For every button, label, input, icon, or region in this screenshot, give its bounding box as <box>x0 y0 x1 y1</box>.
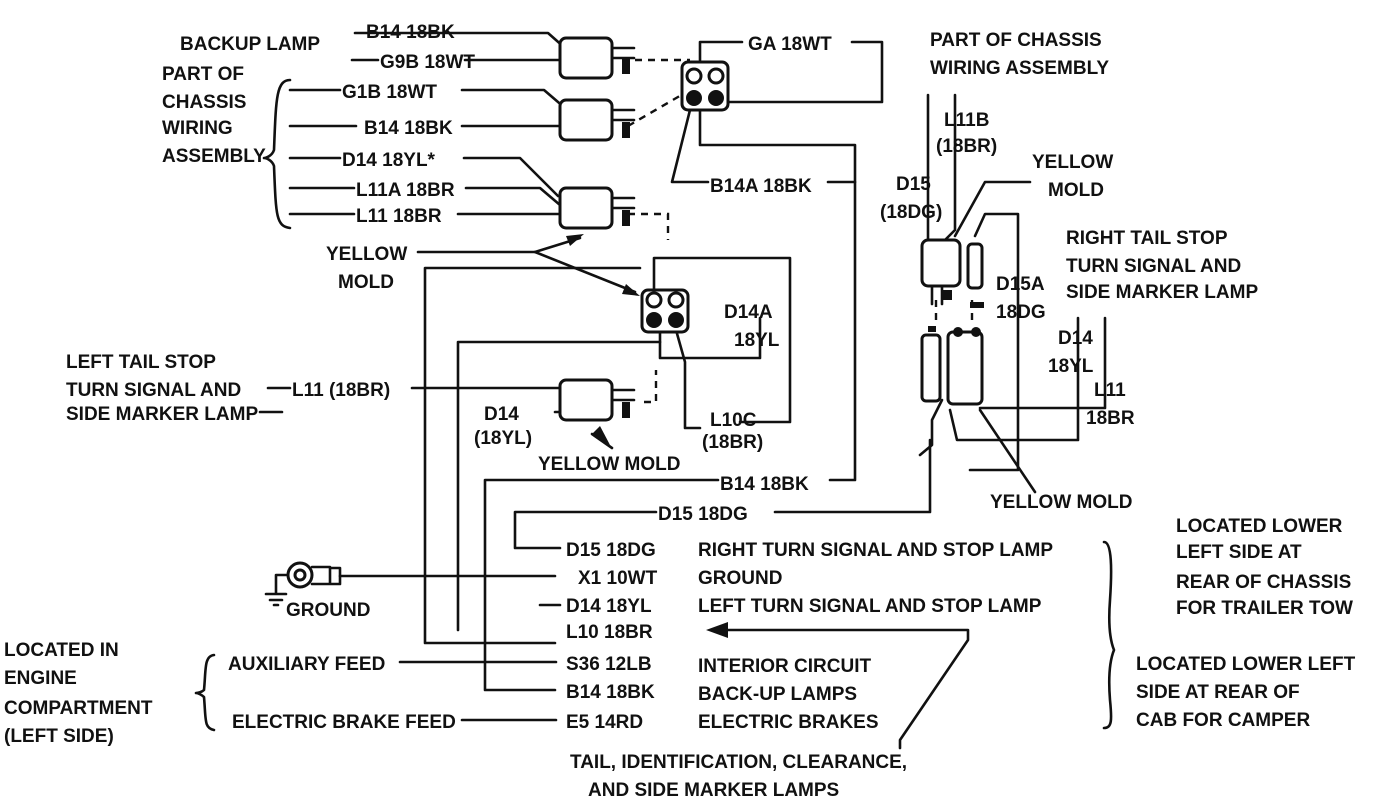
label-l10c-18br: (18BR) <box>702 432 763 453</box>
label-mold-right: MOLD <box>1048 180 1104 201</box>
label-d14a: D14A <box>724 302 773 323</box>
label-left-turn-stop: LEFT TURN SIGNAL AND STOP LAMP <box>698 596 1042 617</box>
label-l11b: L11B <box>944 110 989 131</box>
label-wiring-1: WIRING <box>162 118 233 139</box>
wire-paths <box>258 31 1107 750</box>
four-way-connector-lower <box>640 288 690 334</box>
label-d15-18dg-right: (18DG) <box>880 202 942 223</box>
connector-chassis-upper <box>558 98 636 142</box>
label-d15a-18dg: 18DG <box>996 302 1046 323</box>
label-electric-brake-feed: ELECTRIC BRAKE FEED <box>232 712 456 733</box>
label-d14-right-18yl: 18YL <box>1048 356 1094 377</box>
label-b14-18bk-top: B14 18BK <box>366 22 455 43</box>
label-l10c: L10C <box>710 410 757 431</box>
label-right-tail-3: SIDE MARKER LAMP <box>1066 282 1258 303</box>
label-d14-18yl-star: D14 18YL* <box>342 150 436 171</box>
label-yellow-right: YELLOW <box>1032 152 1113 173</box>
label-l11-right-18br: 18BR <box>1086 408 1135 429</box>
label-interior-circuit: INTERIOR CIRCUIT <box>698 656 872 677</box>
label-tail-id-2: AND SIDE MARKER LAMPS <box>588 780 839 801</box>
connector-right-tail-lower <box>920 326 984 406</box>
label-d14a-18yl: 18YL <box>734 330 780 351</box>
connector-right-tail-upper <box>920 238 984 308</box>
label-d15a: D15A <box>996 274 1045 295</box>
label-trailer-2: LEFT SIDE AT <box>1176 542 1302 563</box>
bracket-marks <box>194 78 1116 732</box>
label-trailer-3: REAR OF CHASSIS <box>1176 572 1351 593</box>
label-part-of-chassis-right-1: PART OF CHASSIS <box>930 30 1102 51</box>
label-chassis-1: CHASSIS <box>162 92 246 113</box>
label-left-tail-3: SIDE MARKER LAMP <box>66 404 258 425</box>
label-g9b-18wt: G9B 18WT <box>380 52 475 73</box>
label-part-of-1: PART OF <box>162 64 244 85</box>
label-yellow-mold-right: YELLOW MOLD <box>990 492 1132 513</box>
label-ground-left: GROUND <box>286 600 370 621</box>
label-engine-3: COMPARTMENT <box>4 698 153 719</box>
label-mold-1: MOLD <box>338 272 394 293</box>
label-l11-right: L11 <box>1094 380 1126 401</box>
label-l11b-18br: (18BR) <box>936 136 997 157</box>
connector-backup-lamp <box>558 36 636 80</box>
label-e5-14rd: E5 14RD <box>566 712 643 733</box>
label-l11-18br: L11 18BR <box>356 206 442 227</box>
label-engine-1: LOCATED IN <box>4 640 119 661</box>
label-b14-18bk-2: B14 18BK <box>364 118 453 139</box>
label-l11-paren-18br: L11 (18BR) <box>292 380 390 401</box>
label-b14-18bk-rear: B14 18BK <box>566 682 655 703</box>
label-yellow-mold-left: YELLOW MOLD <box>538 454 680 475</box>
label-tail-id-1: TAIL, IDENTIFICATION, CLEARANCE, <box>570 752 907 773</box>
label-18yl-paren: (18YL) <box>474 428 532 449</box>
label-part-of-chassis-right-2: WIRING ASSEMBLY <box>930 58 1109 79</box>
label-d14-left: D14 <box>484 404 519 425</box>
label-ga-18wt: GA 18WT <box>748 34 832 55</box>
label-back-up-lamps: BACK-UP LAMPS <box>698 684 857 705</box>
label-d14-18yl-rear: D14 18YL <box>566 596 652 617</box>
label-yellow-1: YELLOW <box>326 244 407 265</box>
label-left-tail-2: TURN SIGNAL AND <box>66 380 241 401</box>
label-auxiliary-feed: AUXILIARY FEED <box>228 654 385 675</box>
label-l11a-18br: L11A 18BR <box>356 180 455 201</box>
diagram-labels: BACKUP LAMP B14 18BK G9B 18WT GA 18WT PA… <box>4 22 1356 801</box>
label-x1-10wt: X1 10WT <box>578 568 658 589</box>
label-l10-18br: L10 18BR <box>566 622 653 643</box>
label-b14a-18bk: B14A 18BK <box>710 176 812 197</box>
label-camper-3: CAB FOR CAMPER <box>1136 710 1310 731</box>
label-s36-12lb: S36 12LB <box>566 654 652 675</box>
four-way-connector-upper <box>680 60 730 112</box>
label-trailer-4: FOR TRAILER TOW <box>1176 598 1353 619</box>
label-engine-4: (LEFT SIDE) <box>4 726 114 747</box>
label-camper-1: LOCATED LOWER LEFT <box>1136 654 1356 675</box>
label-engine-2: ENGINE <box>4 668 77 689</box>
label-electric-brakes: ELECTRIC BRAKES <box>698 712 879 733</box>
label-camper-2: SIDE AT REAR OF <box>1136 682 1300 703</box>
label-d15-18dg-trunk: D15 18DG <box>658 504 748 525</box>
label-b14-18bk-trunk: B14 18BK <box>720 474 809 495</box>
label-left-tail-1: LEFT TAIL STOP <box>66 352 216 373</box>
label-assembly-1: ASSEMBLY <box>162 146 266 167</box>
connector-left-tail <box>558 378 636 422</box>
label-right-tail-1: RIGHT TAIL STOP <box>1066 228 1228 249</box>
label-backup-lamp: BACKUP LAMP <box>180 34 320 55</box>
connector-chassis-lower <box>558 186 636 230</box>
ground-terminal-icon <box>264 561 342 607</box>
label-d15-right: D15 <box>896 174 931 195</box>
label-d15-18dg-rear: D15 18DG <box>566 540 656 561</box>
label-g1b-18wt: G1B 18WT <box>342 82 437 103</box>
label-right-tail-2: TURN SIGNAL AND <box>1066 256 1241 277</box>
label-ground-rear: GROUND <box>698 568 782 589</box>
label-d14-right: D14 <box>1058 328 1093 349</box>
label-right-turn-stop: RIGHT TURN SIGNAL AND STOP LAMP <box>698 540 1053 561</box>
label-trailer-1: LOCATED LOWER <box>1176 516 1343 537</box>
